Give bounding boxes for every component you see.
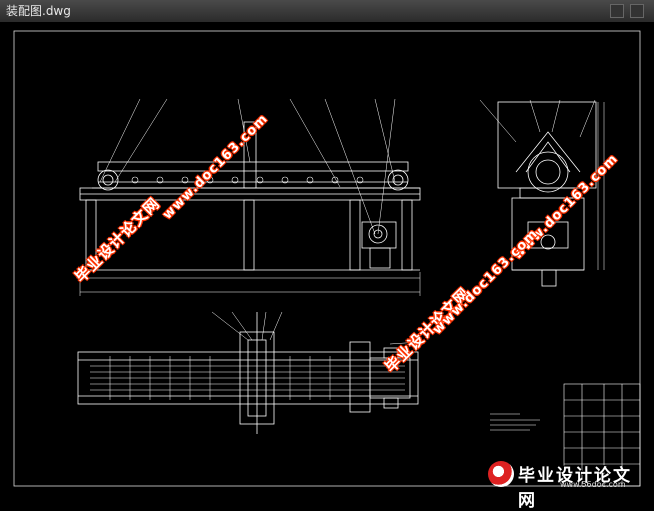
- window-title: 装配图.dwg: [6, 4, 71, 18]
- brand-logo: 毕业设计论文网 www.56doc.com: [488, 460, 648, 511]
- plan-view: [77, 311, 421, 434]
- drawing-frame: [13, 30, 641, 487]
- minimize-button[interactable]: [610, 4, 624, 18]
- title-bar: 装配图.dwg: [0, 0, 654, 23]
- brand-site: www.56doc.com: [560, 480, 626, 489]
- drawing-canvas[interactable]: www.doc163.com 毕业设计论文网 www.doc163.com 毕业…: [0, 22, 654, 494]
- front-elevation-view: [79, 98, 421, 296]
- side-view: [479, 99, 605, 287]
- cad-drawing: [13, 30, 641, 487]
- technical-notes: [490, 413, 540, 431]
- title-block: [563, 383, 641, 487]
- close-button[interactable]: [630, 4, 644, 18]
- brand-icon: [488, 461, 514, 487]
